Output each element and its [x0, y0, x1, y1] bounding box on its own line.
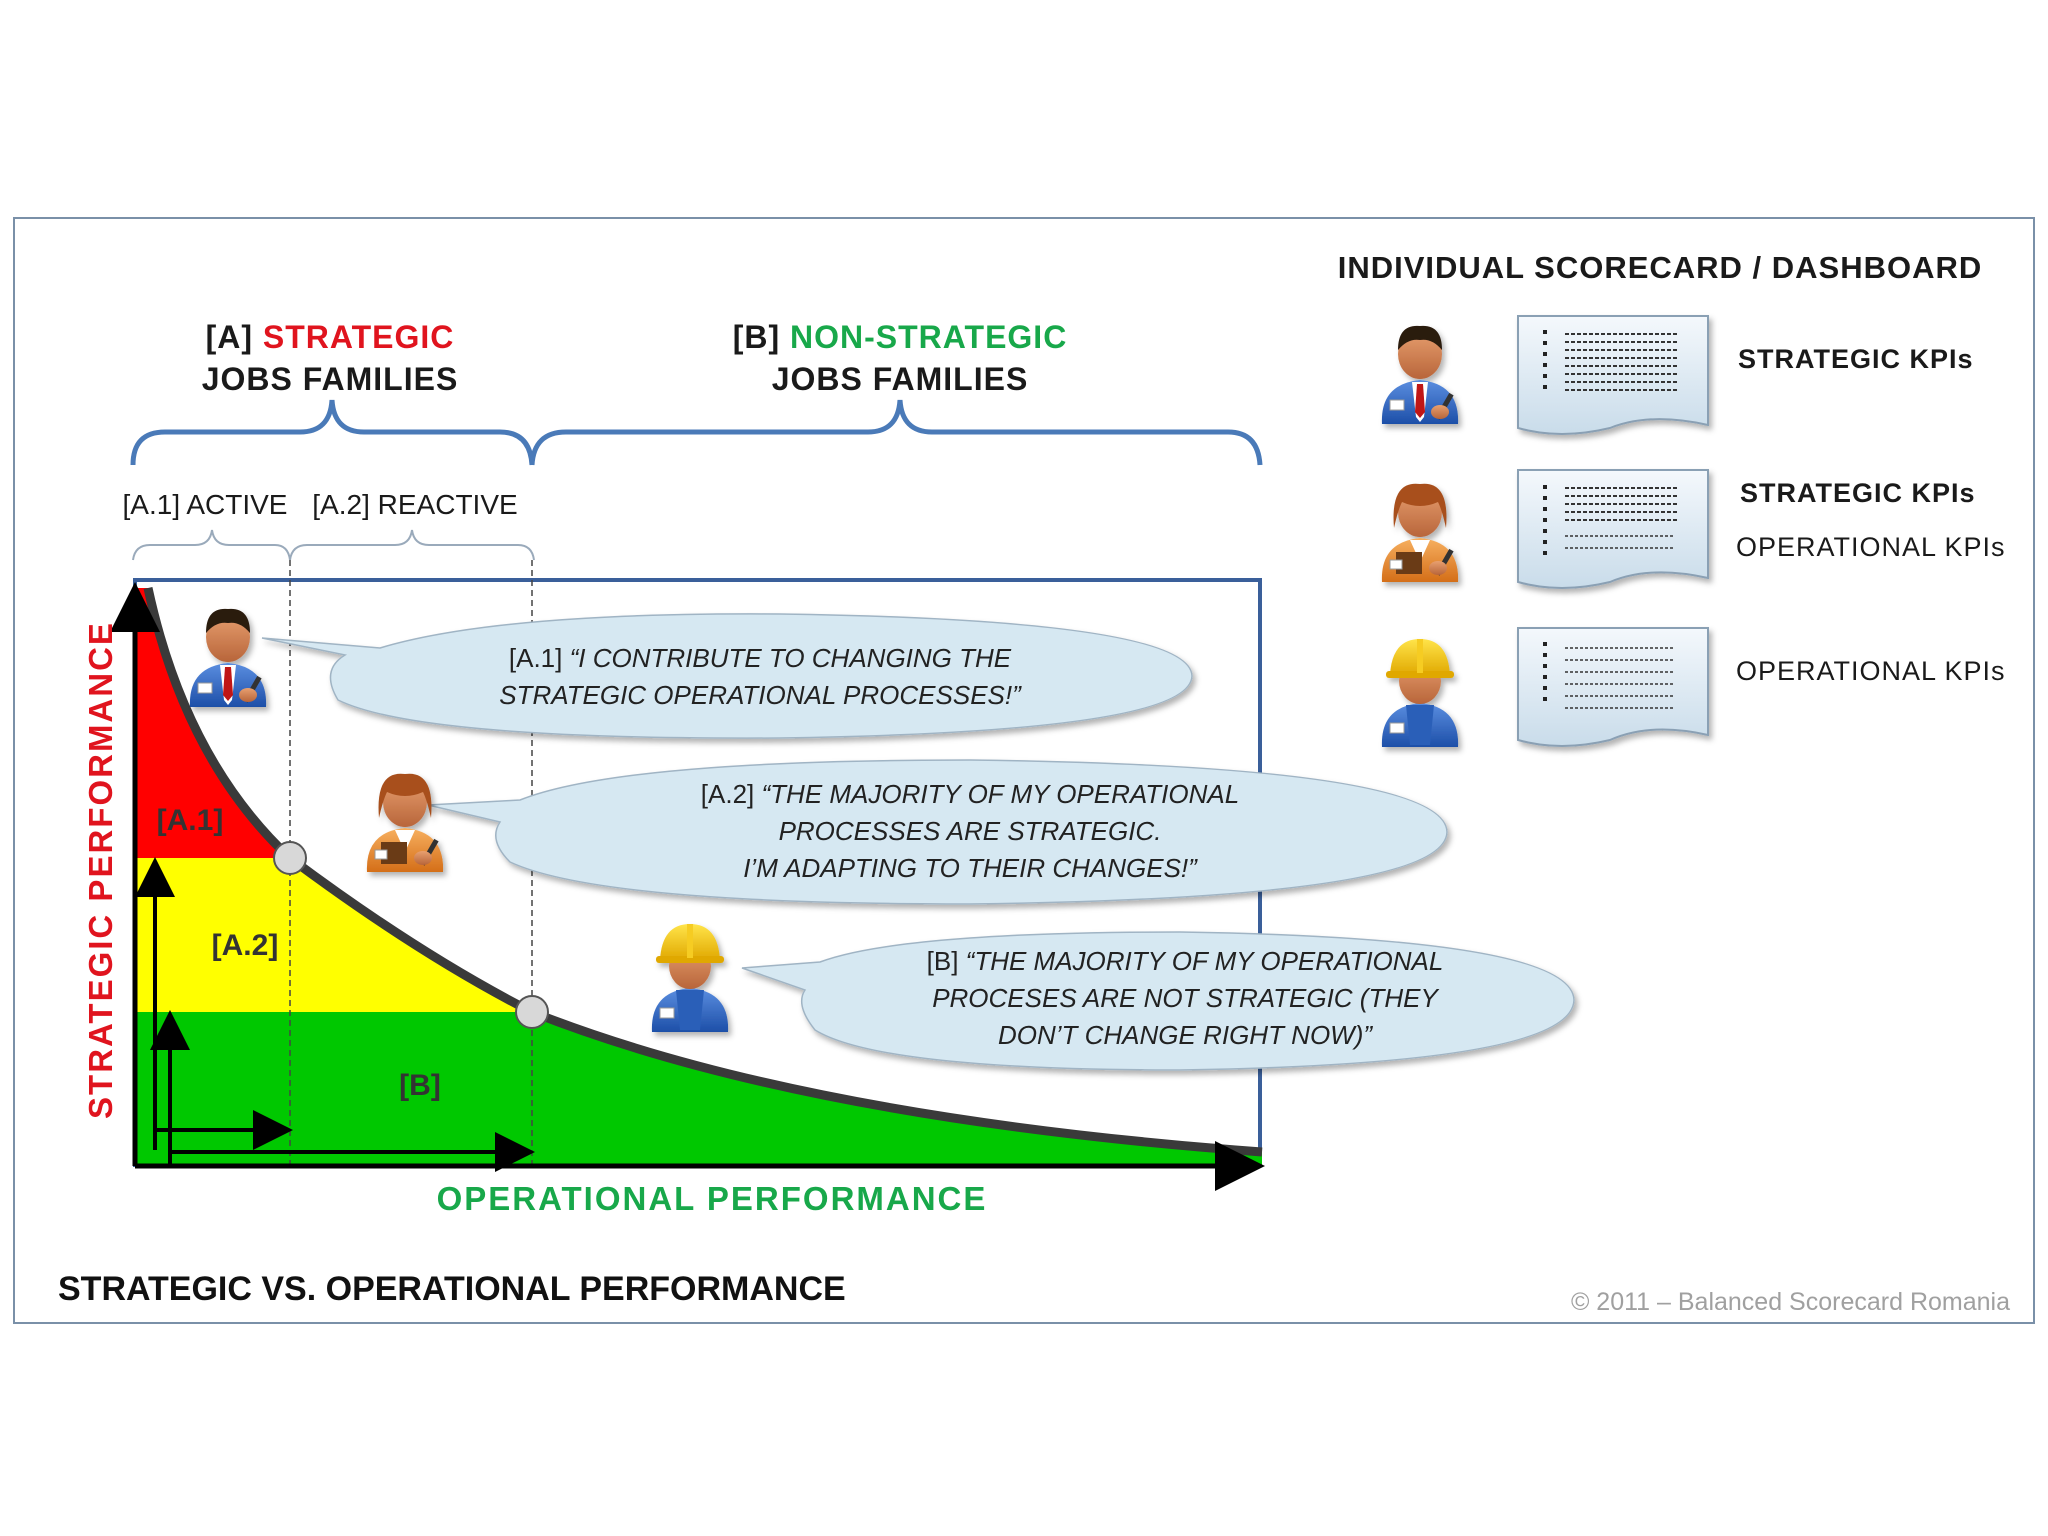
- zone-label-b: [B]: [399, 1069, 441, 1102]
- doc1-lines: [1543, 330, 1678, 395]
- row1-kpi-label: STRATEGIC KPIs: [1738, 344, 1974, 374]
- row2-kpi-label-1: STRATEGIC KPIs: [1740, 478, 1976, 508]
- performance-curve: [143, 587, 1263, 1157]
- brace-a2: [289, 529, 535, 561]
- header-a-line2: JOBS FAMILIES: [202, 361, 459, 397]
- row2-kpi-label-2: OPERATIONAL KPIs: [1736, 532, 2006, 562]
- y-axis-label: STRATEGIC PERFORMANCE: [82, 621, 119, 1119]
- zone-a1-area: [135, 588, 290, 858]
- header-a-line1: [A] STRATEGIC: [206, 319, 455, 355]
- speech-bubble-a2: [427, 759, 1448, 905]
- brace-b: [529, 399, 1263, 466]
- bubble-b-line1: [B] “THE MAJORITY OF MY OPERATIONAL: [927, 946, 1444, 976]
- threshold-point-a2: [515, 995, 549, 1029]
- brace-a1: [132, 529, 291, 561]
- brace-a: [130, 399, 535, 466]
- footer-title: STRATEGIC VS. OPERATIONAL PERFORMANCE: [58, 1270, 846, 1308]
- sub-label-a2: [A.2] REACTIVE: [312, 489, 517, 520]
- scorecard-title: INDIVIDUAL SCORECARD / DASHBOARD: [1338, 250, 1983, 285]
- zone-b-area: [135, 1012, 1262, 1166]
- bubble-a1-line2: STRATEGIC OPERATIONAL PROCESSES!”: [499, 680, 1022, 710]
- zone-label-a2: [A.2]: [212, 929, 279, 962]
- document-icon-mixed: [1517, 469, 1709, 589]
- bubble-a2-line1: [A.2] “THE MAJORITY OF MY OPERATIONAL: [701, 779, 1239, 809]
- copyright-text: © 2011 – Balanced Scorecard Romania: [1571, 1288, 2010, 1316]
- doc2-lines: [1543, 485, 1678, 555]
- bubble-b-line3: DON’T CHANGE RIGHT NOW)”: [998, 1020, 1373, 1050]
- row3-kpi-label: OPERATIONAL KPIs: [1736, 656, 2006, 686]
- header-b-line1: [B] NON-STRATEGIC: [733, 319, 1068, 355]
- threshold-point-a1: [273, 841, 307, 875]
- speech-bubble-a1: [261, 613, 1193, 739]
- document-icon-operational: [1517, 627, 1709, 747]
- zone-label-a1: [A.1]: [157, 804, 224, 837]
- zone-a2-area: [135, 858, 532, 1012]
- bubble-a1-line1: [A.1] “I CONTRIBUTE TO CHANGING THE: [509, 643, 1012, 673]
- doc3-lines: [1543, 642, 1675, 709]
- bubble-a2-line3: I’M ADAPTING TO THEIR CHANGES!”: [743, 853, 1198, 883]
- bubble-a2-line2: PROCESSES ARE STRATEGIC.: [779, 816, 1162, 846]
- header-b-line2: JOBS FAMILIES: [772, 361, 1029, 397]
- sub-label-a1: [A.1] ACTIVE: [123, 489, 288, 520]
- x-axis-label: OPERATIONAL PERFORMANCE: [437, 1180, 988, 1217]
- speech-bubble-b: [741, 931, 1575, 1071]
- bubble-b-line2: PROCESES ARE NOT STRATEGIC (THEY: [932, 983, 1439, 1013]
